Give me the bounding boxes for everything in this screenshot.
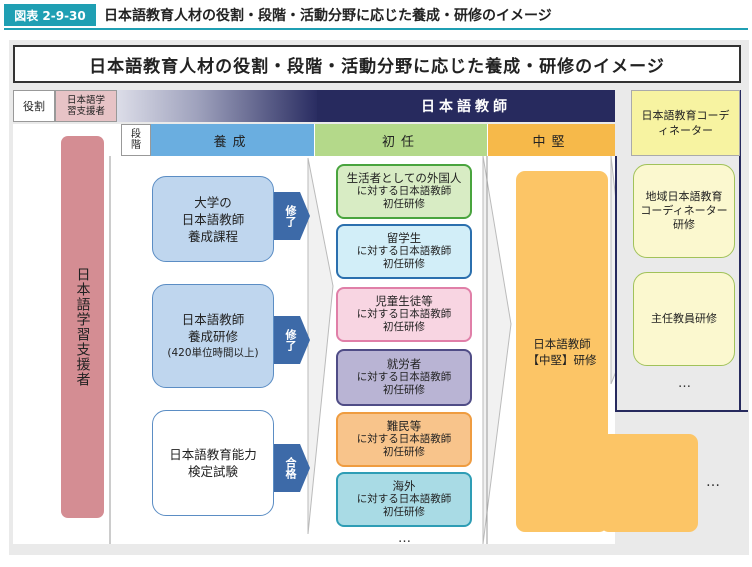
stage-label: 段階 bbox=[121, 124, 151, 156]
completion-badge-shape bbox=[274, 316, 310, 364]
coordinator-line: 研修 bbox=[672, 218, 695, 231]
coordinator-bracket-right bbox=[739, 90, 741, 412]
new-training-line: 初任研修 bbox=[383, 384, 425, 396]
teacher-role-header: 日本語教師 bbox=[317, 90, 615, 122]
chief-teacher-training: 主任教員研修 bbox=[633, 272, 735, 366]
completion-badge: 修了 bbox=[278, 192, 302, 240]
flow-connectors bbox=[109, 155, 615, 544]
supporter-role-header: 日本語学習支援者 bbox=[55, 90, 117, 122]
coordinator-more-dots: … bbox=[676, 372, 692, 396]
stage-label-text: 段階 bbox=[131, 129, 141, 151]
new-teacher-training-students: 留学生 に対する日本語教師 初任研修 bbox=[336, 224, 472, 279]
new-training-title: 児童生徒等 bbox=[375, 294, 433, 308]
badge-text: 修了 bbox=[284, 205, 297, 227]
new-training-line: に対する日本語教師 bbox=[356, 185, 452, 197]
coordinator-line: コーディネーター bbox=[640, 204, 728, 217]
badge-text: 合格 bbox=[284, 457, 297, 479]
pass-badge-shape bbox=[274, 444, 310, 492]
new-training-line: に対する日本語教師 bbox=[356, 308, 452, 320]
more-dots-text: … bbox=[397, 531, 412, 547]
new-training-title: 就労者 bbox=[386, 357, 422, 371]
local-coordinator-training: 地域日本語教育 コーディネーター 研修 bbox=[633, 164, 735, 258]
coordinator-bracket-bottom bbox=[615, 410, 748, 412]
new-training-line: 初任研修 bbox=[383, 258, 425, 270]
coordinator-line: 主任教員研修 bbox=[651, 312, 717, 325]
new-training-line: 初任研修 bbox=[383, 198, 425, 210]
role-gradient-band bbox=[117, 90, 317, 122]
header-divider bbox=[4, 28, 748, 30]
new-training-title: 難民等 bbox=[386, 419, 422, 433]
supporter-pill-text: 日本語学習支援者 bbox=[74, 267, 91, 387]
new-training-title: 生活者としての外国人 bbox=[346, 171, 462, 185]
stage-new-teacher: 初任 bbox=[315, 124, 487, 156]
training-note: (420単位時間以上) bbox=[167, 346, 259, 359]
training-line: 日本語教師 bbox=[181, 211, 245, 227]
new-teacher-training-overseas: 海外 に対する日本語教師 初任研修 bbox=[336, 472, 472, 527]
role-label: 役割 bbox=[13, 90, 55, 122]
training-line: 検定試験 bbox=[187, 464, 238, 479]
training-line: 養成課程 bbox=[187, 228, 238, 244]
more-dots-text: … bbox=[677, 376, 692, 392]
completion-badge: 修了 bbox=[278, 316, 302, 364]
training-line: 大学の bbox=[194, 194, 232, 210]
new-teacher-more-dots: … bbox=[396, 528, 412, 550]
training-line: 日本語教育能力 bbox=[169, 447, 257, 462]
new-training-line: 初任研修 bbox=[383, 506, 425, 518]
new-training-line: 初任研修 bbox=[383, 321, 425, 333]
completion-badge-shape bbox=[274, 192, 310, 240]
new-teacher-training-workers: 就労者 に対する日本語教師 初任研修 bbox=[336, 349, 472, 406]
mid-career-extension bbox=[600, 434, 698, 532]
supporter-role-header-text: 日本語学習支援者 bbox=[66, 95, 105, 117]
stage-training: 養成 bbox=[151, 124, 314, 156]
training-proficiency-exam: 日本語教育能力 検定試験 bbox=[152, 410, 274, 516]
mid-training-line: 日本語教師 bbox=[533, 336, 591, 351]
supporter-pill: 日本語学習支援者 bbox=[61, 136, 104, 518]
figure-title: 日本語教育人材の役割・段階・活動分野に応じた養成・研修のイメージ bbox=[104, 8, 552, 24]
figure-tag: 図表 2-9-30 bbox=[4, 4, 96, 26]
new-training-line: 初任研修 bbox=[383, 446, 425, 458]
badge-text: 修了 bbox=[284, 329, 297, 351]
new-training-line: に対する日本語教師 bbox=[356, 245, 452, 257]
new-teacher-training-residents: 生活者としての外国人 に対する日本語教師 初任研修 bbox=[336, 164, 472, 219]
new-training-line: に対する日本語教師 bbox=[356, 493, 452, 505]
mid-training-line: 【中堅】研修 bbox=[527, 352, 597, 367]
mid-more-dots: … bbox=[706, 474, 723, 490]
new-training-title: 留学生 bbox=[386, 231, 422, 245]
new-training-line: に対する日本語教師 bbox=[356, 433, 452, 445]
new-training-title: 海外 bbox=[392, 479, 416, 493]
stage-mid-career: 中堅 bbox=[488, 124, 615, 156]
new-teacher-training-children: 児童生徒等 に対する日本語教師 初任研修 bbox=[336, 287, 472, 342]
new-teacher-training-refugees: 難民等 に対する日本語教師 初任研修 bbox=[336, 412, 472, 467]
coordinator-role-header: 日本語教育コーディネーター bbox=[631, 90, 740, 156]
diagram-title: 日本語教育人材の役割・段階・活動分野に応じた養成・研修のイメージ bbox=[13, 45, 741, 83]
coordinator-line: 地域日本語教育 bbox=[645, 190, 723, 203]
new-training-line: に対する日本語教師 bbox=[356, 371, 452, 383]
coordinator-bracket bbox=[615, 156, 617, 412]
coordinator-header-text: 日本語教育コーディネーター bbox=[641, 109, 730, 137]
mid-career-training: 日本語教師 【中堅】研修 bbox=[516, 171, 608, 532]
training-university-course: 大学の 日本語教師 養成課程 bbox=[152, 176, 274, 262]
training-line: 養成研修 bbox=[187, 328, 238, 344]
training-line: 日本語教師 bbox=[181, 311, 245, 327]
training-teacher-course: 日本語教師 養成研修 (420単位時間以上) bbox=[152, 284, 274, 388]
pass-badge: 合格 bbox=[278, 444, 302, 492]
